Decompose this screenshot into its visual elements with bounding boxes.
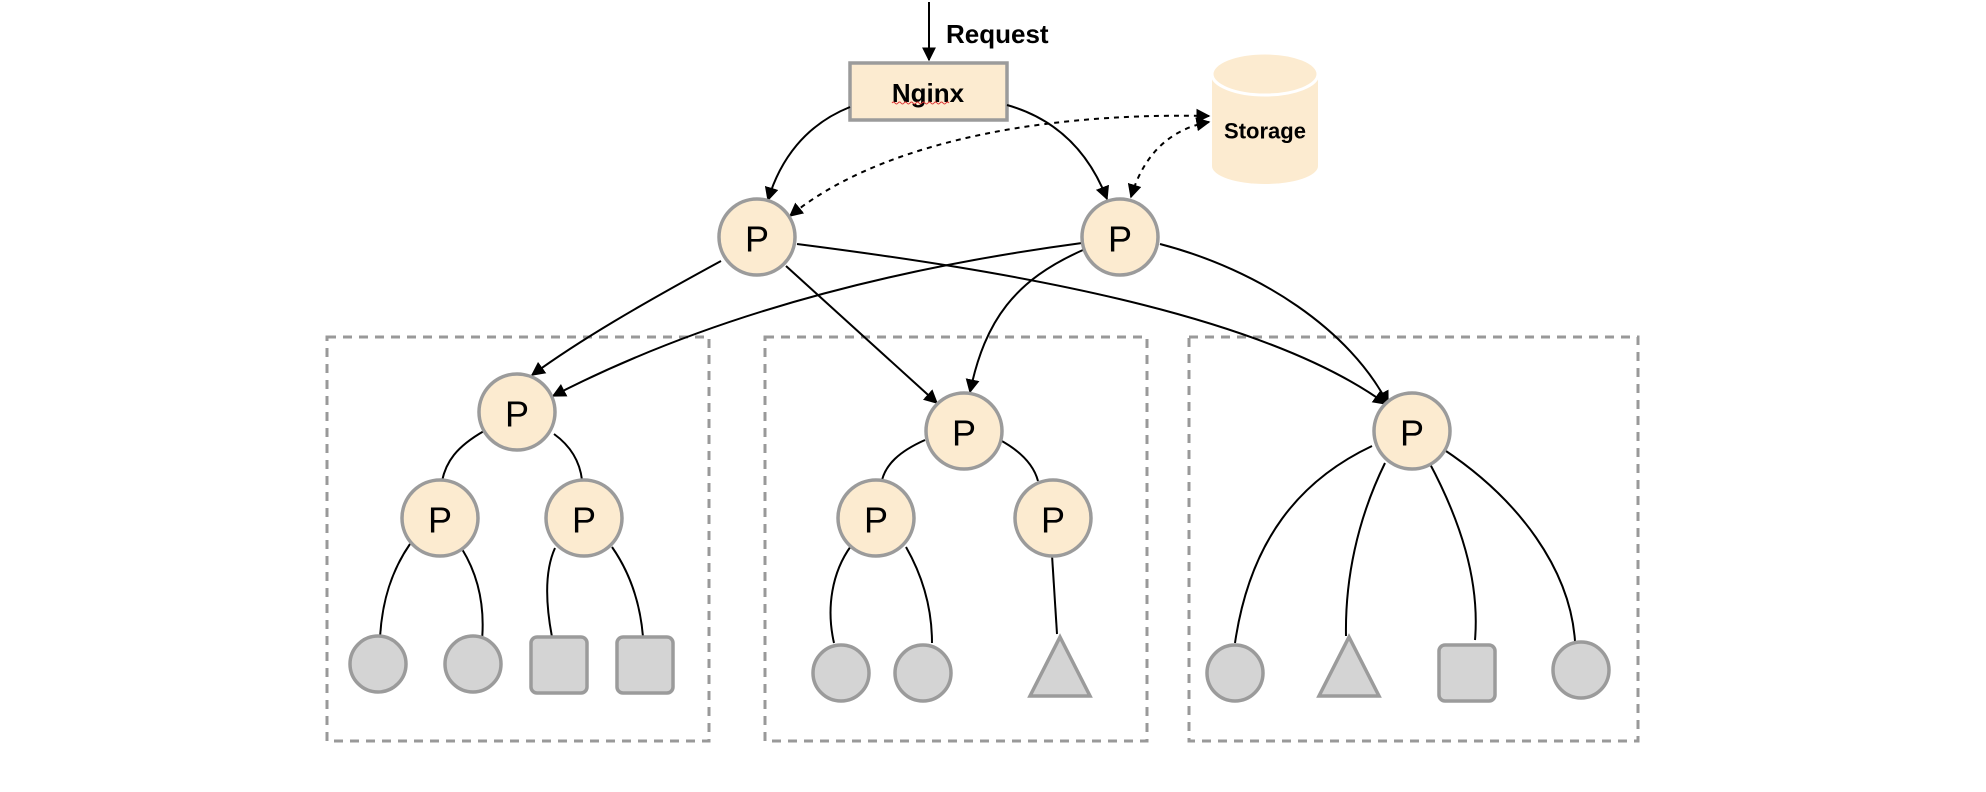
edge-storage-to-p-left: [788, 108, 1211, 217]
edge-nginx-to-p-right: [1006, 104, 1109, 201]
leaf-circle: [811, 643, 871, 703]
group-box-middle: [763, 335, 1149, 743]
nginx-box: Nginx: [848, 61, 1009, 122]
svg-text:P: P: [1041, 500, 1065, 541]
request-label: Request: [946, 19, 1049, 49]
tree-edge: [1442, 448, 1576, 642]
tree-edge: [881, 439, 926, 481]
svg-text:P: P: [745, 219, 769, 260]
leaf-circle: [893, 643, 953, 703]
leaf-circle: [348, 634, 408, 694]
svg-text:P: P: [572, 500, 596, 541]
svg-text:P: P: [1108, 219, 1132, 260]
tree-edge: [999, 439, 1039, 482]
group-box-right: [1187, 335, 1640, 743]
p-node-left-child-2: P: [544, 478, 624, 558]
leaf-circle: [443, 634, 503, 694]
leaf-triangle: [1316, 633, 1382, 698]
svg-text:P: P: [1400, 413, 1424, 454]
edge-nginx-to-p-left: [764, 106, 851, 202]
tree-edge: [379, 543, 411, 639]
svg-text:P: P: [428, 500, 452, 541]
tree-edge: [441, 430, 485, 482]
leaf-circle: [1551, 640, 1611, 700]
tree-edge: [1051, 554, 1058, 635]
edge-p-right-to-group-middle: [965, 249, 1084, 394]
p-node-middle-child-1: P: [836, 478, 916, 558]
tree-edge: [553, 433, 583, 481]
edge-p-left-to-group-middle: [785, 265, 939, 404]
leaf-square: [529, 635, 589, 695]
edge-storage-to-p-right: [1127, 117, 1211, 199]
p-node-left-child-1: P: [400, 478, 480, 558]
p-node-middle-root: P: [924, 391, 1004, 471]
leaf-circle: [1205, 643, 1265, 703]
tree-edge: [546, 547, 556, 638]
edge-p-left-to-group-left: [530, 260, 722, 376]
tree-edge: [1234, 445, 1373, 644]
svg-text:P: P: [505, 394, 529, 435]
p-node-top-right: P: [1080, 197, 1160, 277]
tree-edge: [829, 545, 852, 644]
svg-text:P: P: [864, 500, 888, 541]
storage-label: Storage: [1224, 119, 1306, 144]
nginx-spellcheck-underline: [891, 101, 950, 105]
svg-text:P: P: [952, 413, 976, 454]
leaf-square: [1437, 643, 1497, 703]
edge-p-right-to-group-left: [551, 242, 1083, 397]
tree-edge: [905, 546, 933, 644]
p-node-right-root: P: [1372, 391, 1452, 471]
tree-edge: [611, 546, 644, 638]
group-box-left: [325, 335, 711, 743]
edge-p-left-to-group-right: [796, 243, 1388, 405]
p-node-left-root: P: [477, 372, 557, 452]
p-node-middle-child-2: P: [1013, 478, 1093, 558]
leaf-square: [615, 635, 675, 695]
leaf-triangle: [1027, 633, 1093, 698]
tree-edge: [1428, 461, 1477, 641]
tree-edge: [1344, 462, 1386, 637]
tree-edge: [461, 548, 484, 641]
storage-cylinder: Storage: [1210, 51, 1320, 184]
edge-p-right-to-group-right: [1159, 243, 1389, 406]
p-node-top-left: P: [717, 197, 797, 277]
